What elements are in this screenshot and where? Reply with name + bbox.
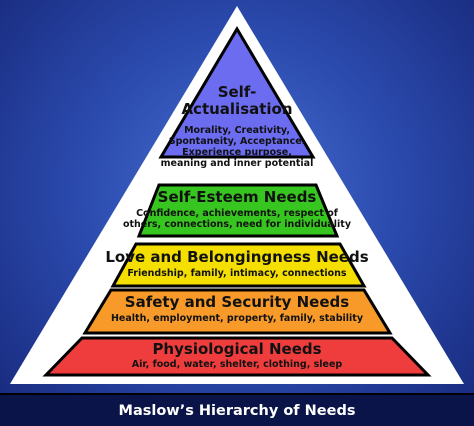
love-belonging-title: Love and Belongingness Needs (105, 248, 369, 266)
self-actualisation-desc-3: Experience purpose, (182, 147, 292, 158)
physiological-title: Physiological Needs (152, 340, 322, 358)
self-actualisation-desc-1: Morality, Creativity, (184, 125, 290, 136)
level-safety (82, 288, 393, 335)
safety-title: Safety and Security Needs (124, 293, 350, 311)
self-actualisation-title-1: Self- (217, 83, 257, 101)
self-esteem-title: Self-Esteem Needs (157, 188, 317, 206)
self-actualisation-title-2: Actualisation (181, 100, 293, 118)
self-actualisation-desc-2: Spontaneity, Acceptance. (168, 136, 306, 147)
physiological-text: Physiological Needs Air, food, water, sh… (0, 340, 474, 371)
level-love-belonging (110, 242, 367, 288)
self-esteem-text: Self-Esteem Needs Confidence, achievemen… (0, 188, 474, 231)
level-self-esteem (136, 183, 340, 238)
self-esteem-desc-2: others, connections, need for individual… (122, 219, 352, 230)
self-actualisation-text: Self- Actualisation Morality, Creativity… (0, 83, 474, 170)
love-belonging-text: Love and Belongingness Needs Friendship,… (0, 248, 474, 280)
footer-title: Maslow’s Hierarchy of Needs (0, 393, 474, 426)
safety-desc: Health, employment, property, family, st… (110, 313, 364, 324)
safety-text: Safety and Security Needs Health, employ… (0, 293, 474, 325)
self-actualisation-desc-4: meaning and inner potential (160, 158, 314, 169)
love-belonging-desc: Friendship, family, intimacy, connection… (127, 268, 347, 279)
self-esteem-desc-1: Confidence, achievements, respect of (136, 208, 338, 219)
level-physiological (42, 336, 432, 377)
physiological-desc: Air, food, water, shelter, clothing, sle… (131, 359, 343, 370)
level-self-actualisation (158, 26, 316, 159)
